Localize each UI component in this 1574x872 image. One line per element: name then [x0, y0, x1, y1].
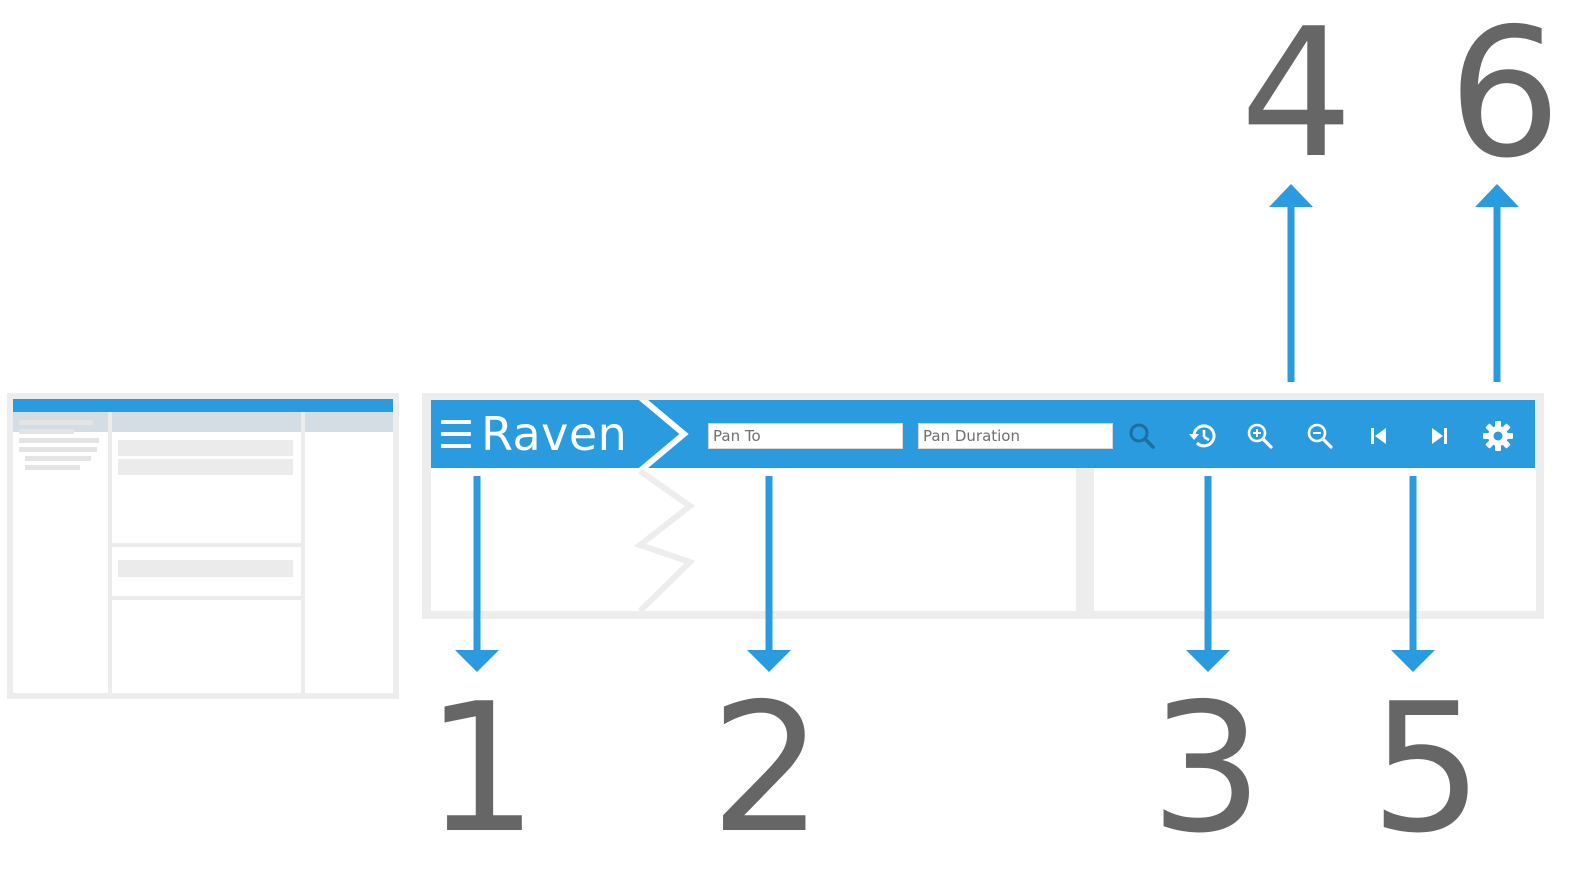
- callout-number-1: 1: [425, 665, 539, 872]
- history-icon: [1189, 424, 1216, 448]
- brand: Raven: [441, 400, 627, 468]
- callout-arrowhead-6: [1475, 184, 1519, 207]
- zoom-out-icon: [1307, 423, 1333, 449]
- skip-next-icon: [1432, 428, 1447, 444]
- thumbnail-divider-h2: [112, 596, 301, 600]
- callout-arrowhead-5: [1391, 650, 1435, 672]
- toolbar: Raven: [431, 400, 1535, 468]
- callout-arrowhead-4: [1269, 184, 1313, 207]
- pan-duration-input[interactable]: [918, 423, 1113, 449]
- skip-next-button[interactable]: [1421, 418, 1457, 454]
- callout-arrowhead-3: [1186, 650, 1230, 672]
- thumbnail-list-line: [25, 456, 91, 461]
- gear-icon: [1483, 421, 1513, 451]
- main-pane: [431, 468, 1076, 611]
- thumbnail-list-line: [19, 438, 99, 443]
- callout-number-2: 2: [710, 665, 824, 872]
- thumbnail-block: [118, 459, 293, 475]
- side-pane: [1094, 468, 1536, 611]
- callout-number-4: 4: [1240, 0, 1354, 197]
- zoom-out-button[interactable]: [1302, 418, 1338, 454]
- settings-button[interactable]: [1480, 418, 1516, 454]
- break-marker: [633, 468, 696, 614]
- callout-arrowhead-2: [747, 650, 791, 672]
- search-button[interactable]: [1124, 418, 1160, 454]
- layout-thumbnail: [7, 393, 399, 699]
- thumbnail-divider-h1: [112, 543, 301, 547]
- app-title: Raven: [481, 407, 628, 461]
- callout-number-6: 6: [1448, 0, 1562, 197]
- callout-number-3: 3: [1150, 665, 1264, 872]
- app-window: Raven: [422, 393, 1544, 619]
- zoom-in-button[interactable]: [1242, 418, 1278, 454]
- skip-previous-icon: [1371, 428, 1386, 444]
- zoom-in-icon: [1247, 423, 1273, 449]
- hamburger-menu-icon[interactable]: [441, 420, 471, 448]
- pan-to-input[interactable]: [708, 423, 903, 449]
- callout-number-5: 5: [1370, 665, 1484, 872]
- thumbnail-list-line: [19, 447, 97, 452]
- thumbnail-list-line: [19, 420, 93, 425]
- thumbnail-list-line: [25, 465, 80, 470]
- breadcrumb-chevron-icon: [639, 400, 689, 468]
- thumbnail-divider-right: [301, 412, 305, 693]
- thumbnail-toolbar: [13, 399, 393, 412]
- history-button[interactable]: [1184, 418, 1220, 454]
- thumbnail-list-line: [19, 429, 74, 434]
- thumbnail-block: [118, 560, 293, 577]
- skip-previous-button[interactable]: [1361, 418, 1397, 454]
- thumbnail-divider-left: [108, 412, 112, 693]
- callout-arrowhead-1: [455, 650, 499, 672]
- thumbnail-block: [118, 440, 293, 456]
- search-icon: [1129, 423, 1155, 449]
